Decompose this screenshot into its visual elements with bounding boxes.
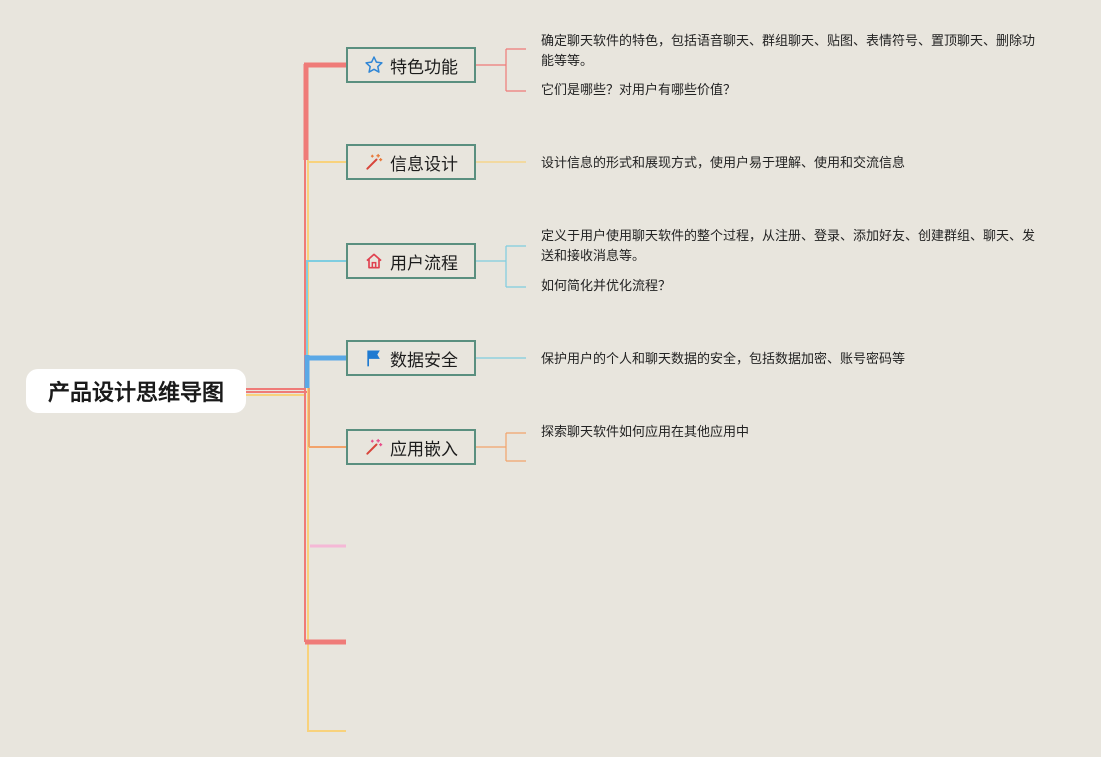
note-features-2[interactable]: 它们是哪些？对用户有哪些价值？ [541,83,737,98]
branch-node-user-flow[interactable]: 用户流程 [346,243,476,279]
branch-label: 特色功能 [390,57,458,78]
note-info-design-1[interactable]: 设计信息的形式和展现方式，使用户易于理解、使用和交流信息 [541,156,906,171]
branch-node-info-design[interactable]: 信息设计 [346,144,476,180]
branch-label: 信息设计 [390,154,458,175]
branch-label: 应用嵌入 [390,439,458,460]
note-user-flow-2[interactable]: 如何简化并优化流程？ [541,279,672,294]
magic-wand-icon [364,437,384,457]
note-data-security-1[interactable]: 保护用户的个人和聊天数据的安全，包括数据加密、账号密码等 [541,352,906,367]
magic-wand-icon [364,152,384,172]
note-connector [476,48,526,92]
branch-node-data-security[interactable]: 数据安全 [346,340,476,376]
root-node[interactable]: 产品设计思维导图 [26,369,246,413]
branch-node-features[interactable]: 特色功能 [346,47,476,83]
note-app-embedding-1[interactable]: 探索聊天软件如何应用在其他应用中 [541,425,750,440]
note-user-flow-1[interactable]: 定义于用户使用聊天软件的整个过程，从注册、登录、添加好友、创建群组、聊天、发送和… [541,229,1036,264]
branch-label: 数据安全 [390,350,458,371]
home-icon [364,251,384,271]
flag-icon [364,348,384,368]
star-icon [364,55,384,75]
branch-node-app-embedding[interactable]: 应用嵌入 [346,429,476,465]
branch-label: 用户流程 [390,253,458,274]
note-connector [476,432,526,462]
root-title: 产品设计思维导图 [47,381,224,406]
note-connector [476,245,526,288]
note-features-1[interactable]: 确定聊天软件的特色，包括语音聊天、群组聊天、贴图、表情符号、置顶聊天、删除功能等… [541,34,1036,69]
